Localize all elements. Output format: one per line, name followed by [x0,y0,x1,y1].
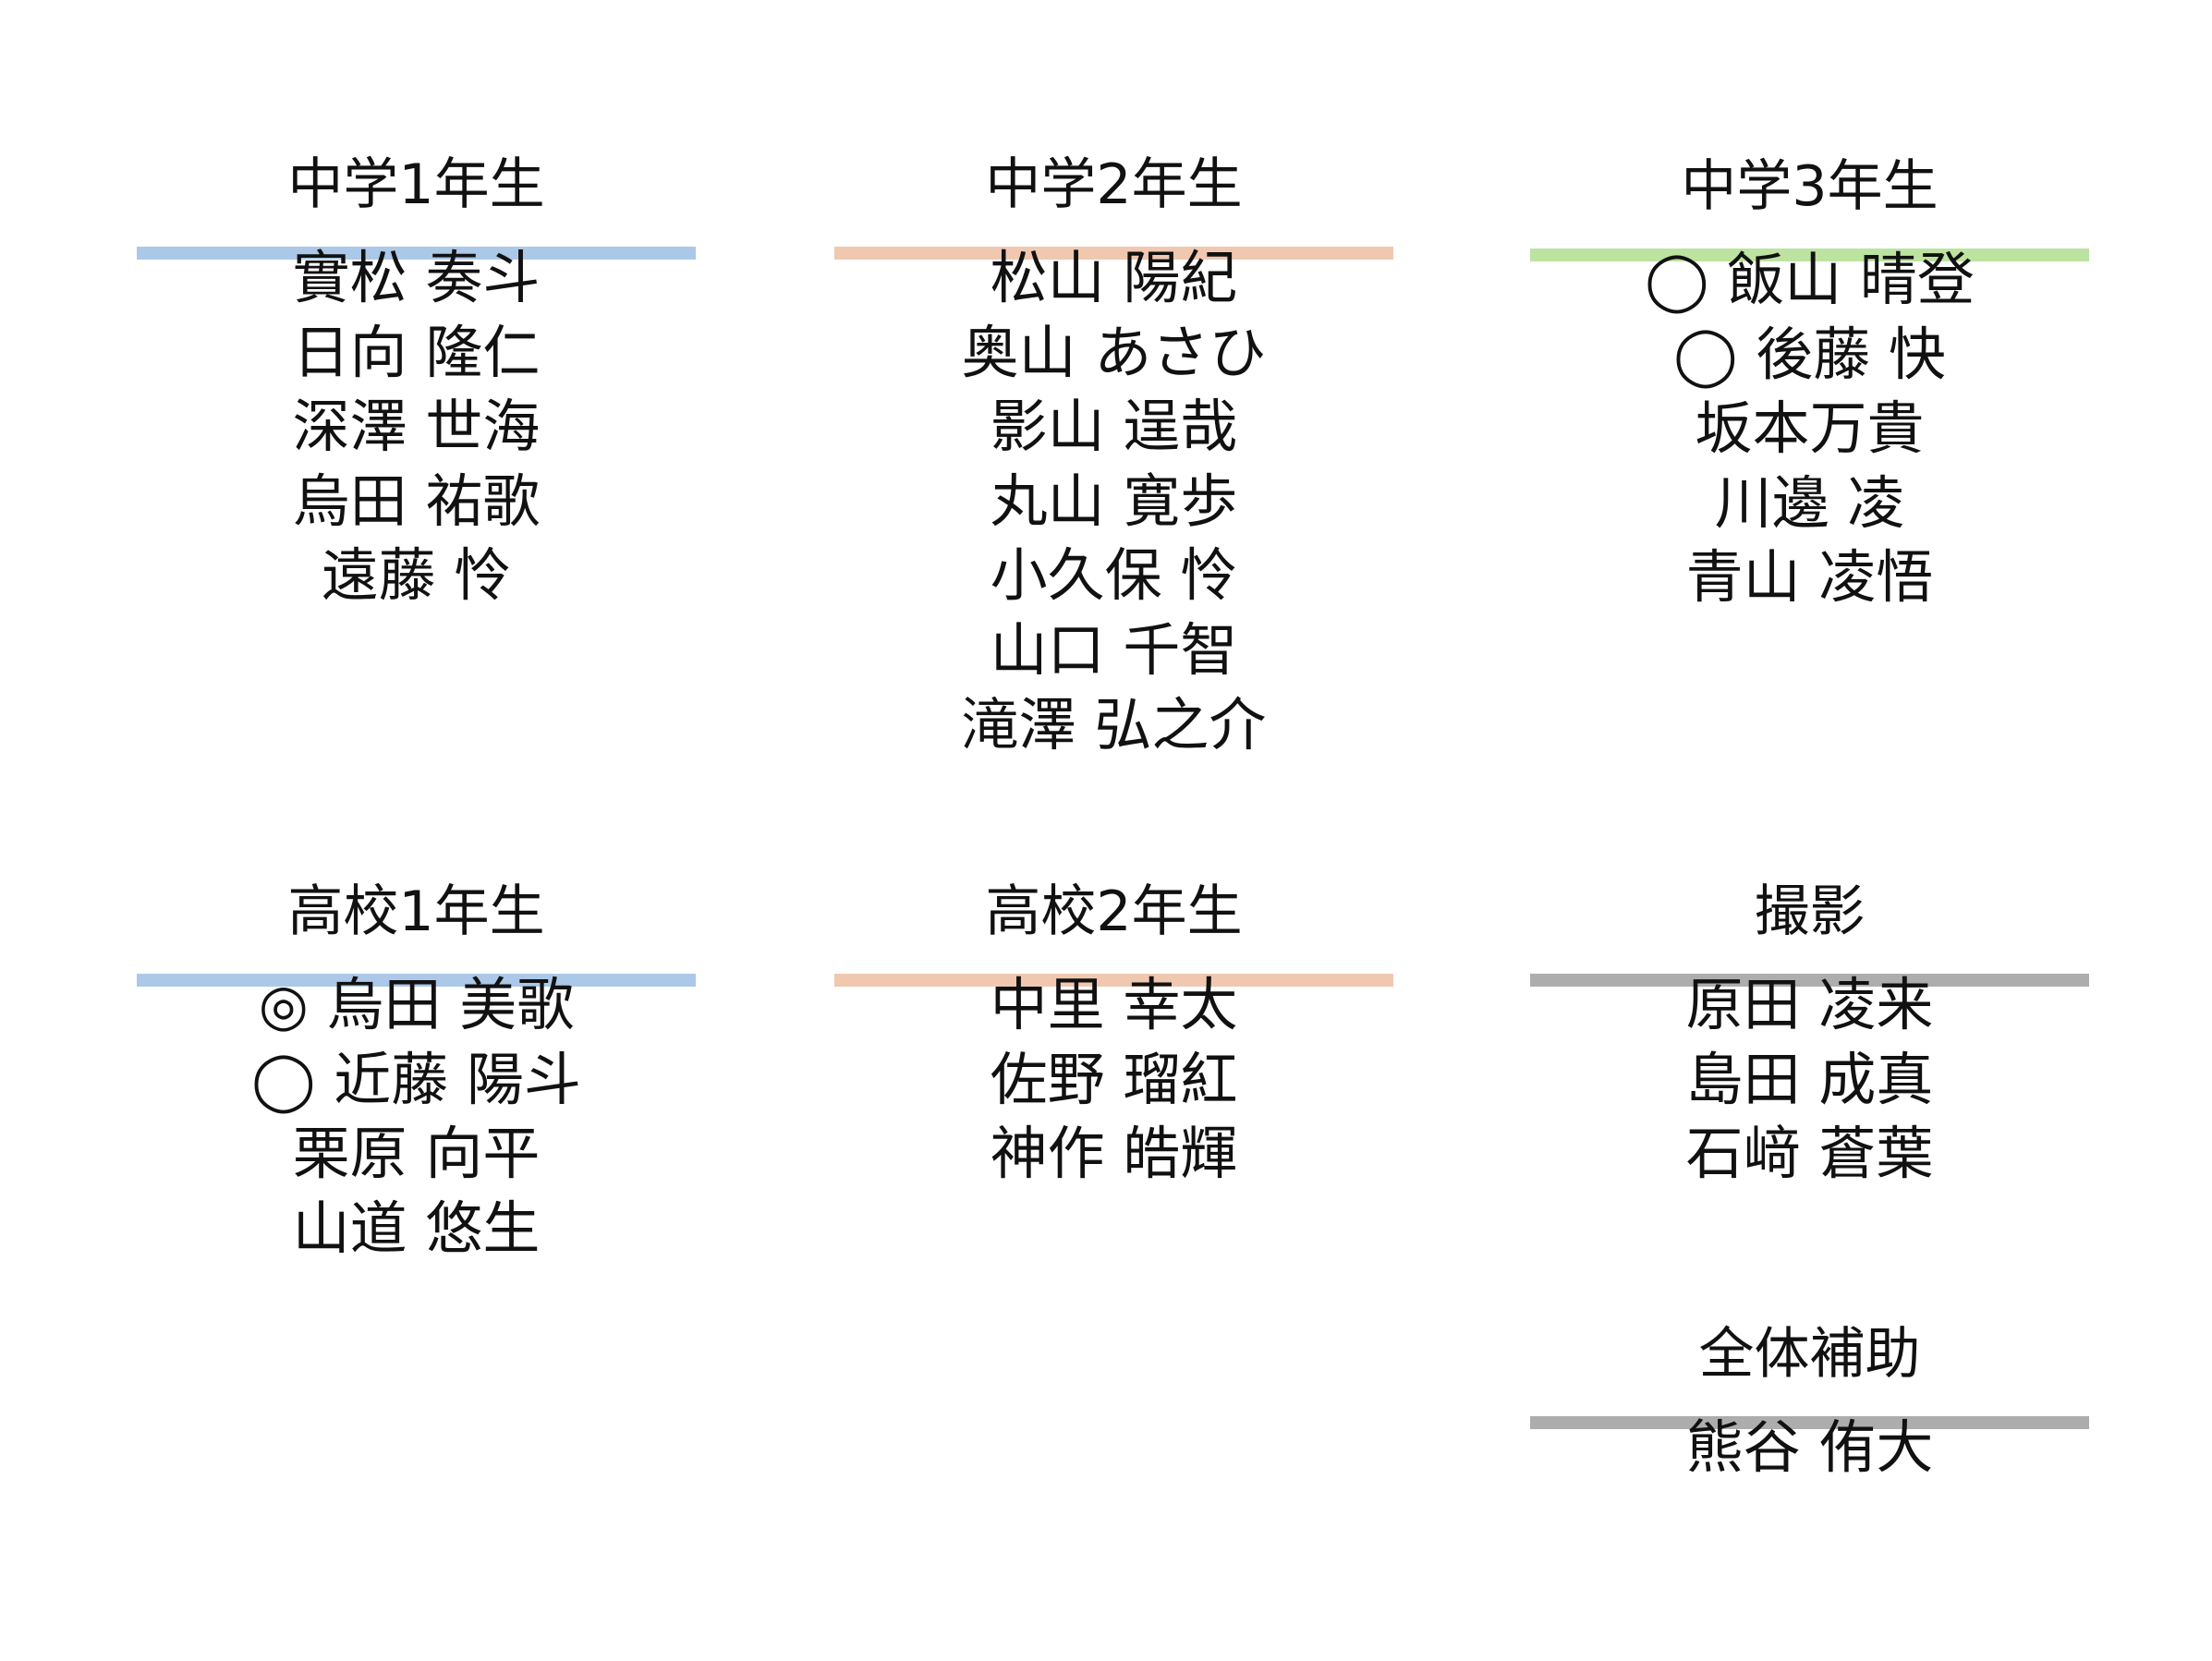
section-heading: 撮影 [1754,879,1866,944]
member-name: 坂本万貴 [1695,394,1925,463]
member-name: 烏田 祐歌 [292,467,541,535]
section-divider [1530,1416,2089,1429]
section-heading: 中学2年生 [985,152,1243,217]
section-divider [137,974,696,987]
member-name: 神作 皓輝 [990,1120,1238,1188]
member-name: 丸山 寛歩 [990,467,1238,535]
member-name: ◎ 烏田 美歌 [258,971,575,1038]
section-heading: 中学1年生 [287,152,545,217]
member-name: 小久保 怜 [990,541,1238,610]
member-name: 島田 成真 [1685,1045,1934,1113]
member-name: 青山 凌悟 [1685,543,1934,612]
section-divider [1530,249,2089,261]
member-name: 遠藤 怜 [321,541,512,610]
member-name: 栗原 向平 [292,1120,541,1188]
section-divider [137,247,696,260]
member-list: ◎ 烏田 美歌 ◯ 近藤 陽斗栗原 向平山道 悠生 [137,971,696,1303]
section-heading: 高校2年生 [985,879,1243,944]
member-list: ◯ 飯山 晴登 ◯ 後藤 快坂本万貴川邊 凌青山 凌悟 [1530,246,2089,652]
member-list: 中里 幸太佐野 瑠紅神作 皓輝 [834,971,1393,1229]
member-name: 川邊 凌 [1714,468,1905,537]
section-heading: 中学3年生 [1681,154,1939,219]
member-name: 實松 奏斗 [292,244,541,311]
member-name: 中里 幸太 [990,971,1238,1038]
member-name: 奥山 あさひ [961,318,1267,386]
section-divider [1530,974,2089,987]
member-name: 石﨑 蒼葉 [1685,1120,1934,1188]
member-name: 山口 千智 [990,615,1238,684]
member-list: 實松 奏斗日向 隆仁深澤 世海烏田 祐歌遠藤 怜 [137,244,696,650]
member-name: 原田 凌来 [1685,971,1934,1038]
member-name: 熊谷 侑大 [1685,1413,1934,1481]
section-divider [834,247,1393,260]
member-name: 松山 陽紀 [990,244,1238,311]
member-name: ◯ 近藤 陽斗 [251,1045,581,1113]
member-name: ◯ 後藤 快 [1673,320,1946,388]
member-name: ◯ 飯山 晴登 [1645,246,1975,313]
member-name: 山道 悠生 [292,1194,541,1262]
member-list: 熊谷 侑大 [1530,1413,2089,1522]
section-divider [834,974,1393,987]
member-name: 佐野 瑠紅 [990,1045,1238,1113]
section-heading: 全体補助 [1698,1322,1921,1387]
member-name: 影山 逞哉 [990,393,1238,461]
member-name: 深澤 世海 [292,393,541,461]
member-list: 原田 凌来島田 成真石﨑 蒼葉 [1530,971,2089,1229]
member-name: 滝澤 弘之介 [961,690,1267,758]
member-name: 日向 隆仁 [292,318,541,386]
section-heading: 高校1年生 [287,879,545,944]
member-list: 松山 陽紀奥山 あさひ影山 逞哉丸山 寛歩小久保 怜山口 千智滝澤 弘之介 [834,244,1393,799]
